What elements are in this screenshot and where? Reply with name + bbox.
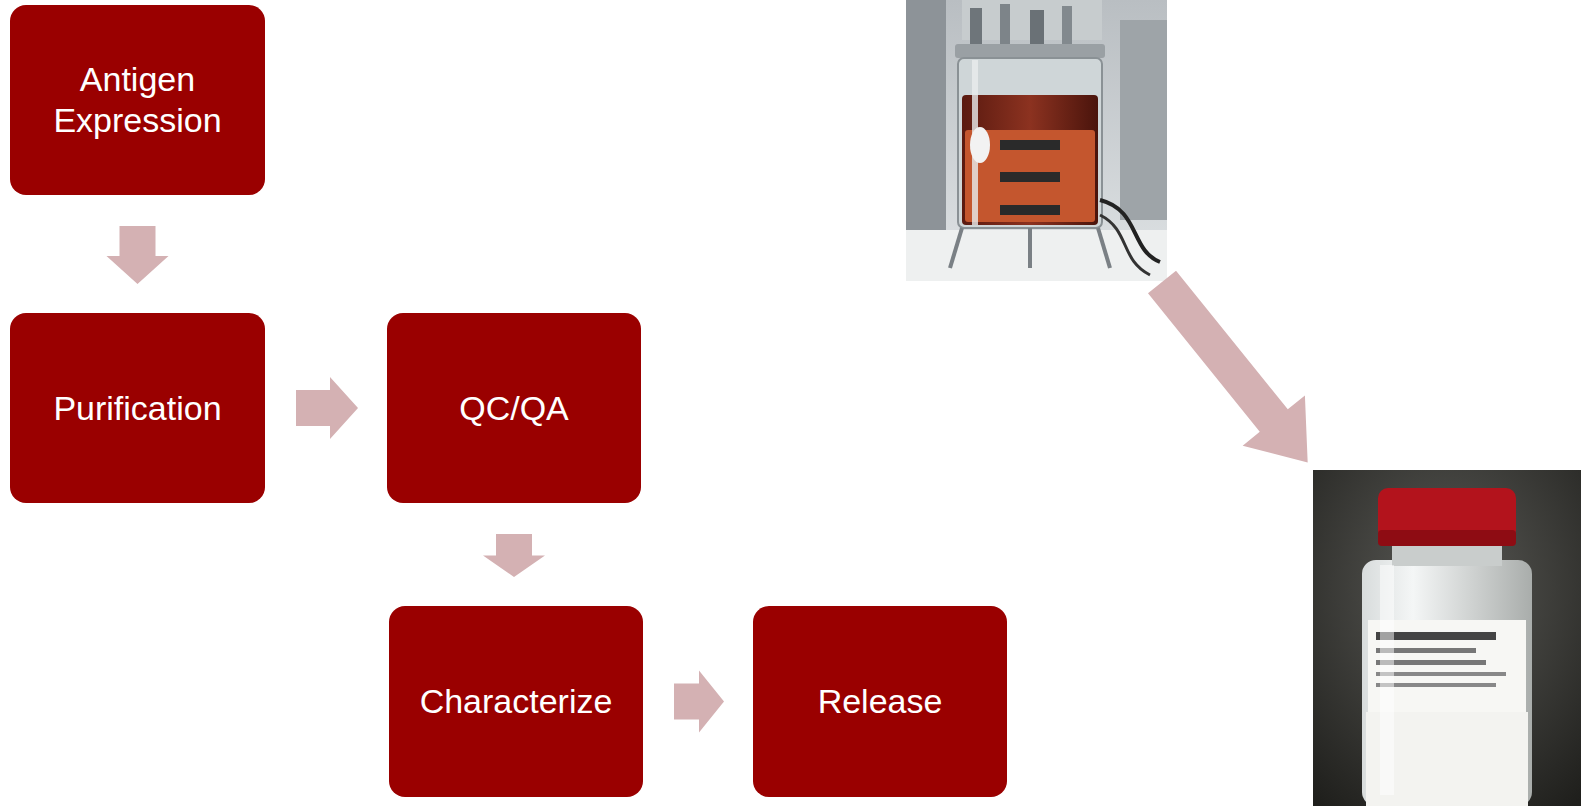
- process-box: Purification: [10, 313, 265, 503]
- flow-arrow: [1131, 257, 1339, 488]
- vial-photo: [1313, 470, 1581, 806]
- arrow-shape: [483, 534, 545, 577]
- flow-arrow: [674, 671, 724, 733]
- bioreactor-photo: [906, 0, 1167, 281]
- arrow-shape: [296, 377, 358, 439]
- process-box: QC/QA: [387, 313, 641, 503]
- process-box: Antigen Expression: [10, 5, 265, 195]
- flow-arrow: [107, 226, 169, 284]
- box-label: Characterize: [420, 681, 613, 722]
- flow-arrow: [296, 377, 358, 439]
- arrow-shape: [107, 226, 169, 284]
- box-label: QC/QA: [459, 388, 569, 429]
- box-label: Purification: [53, 388, 221, 429]
- process-box: Characterize: [389, 606, 643, 797]
- box-label: Antigen Expression: [22, 59, 253, 141]
- process-box: Release: [753, 606, 1007, 797]
- arrow-shape: [674, 671, 724, 733]
- box-label: Release: [818, 681, 943, 722]
- flow-arrow: [483, 534, 545, 577]
